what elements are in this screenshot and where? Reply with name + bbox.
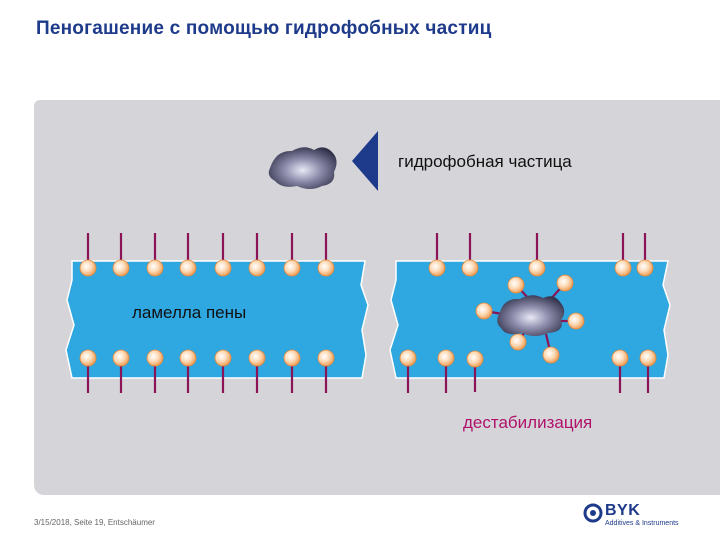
surfactant-right-bottom-head [399, 349, 417, 367]
surfactant-right-bottom-head [437, 349, 455, 367]
surfactant-left-bottom-head [214, 349, 232, 367]
surfactant-particle-head [542, 346, 560, 364]
pointer-arrow [352, 131, 378, 191]
surfactant-left-bottom-head [112, 349, 130, 367]
byk-logo: BYK Additives & Instruments [583, 502, 693, 533]
surfactant-left-bottom-head [283, 349, 301, 367]
surfactant-left-top-head [179, 259, 197, 277]
surfactant-left-bottom-head [179, 349, 197, 367]
footer-text: 3/15/2018, Seite 19, Entschäumer [34, 518, 155, 527]
hydrophobic-particle-in-film [497, 295, 565, 336]
surfactant-right-top-head [614, 259, 632, 277]
logo-brand: BYK [605, 502, 641, 519]
surfactant-right-top-head [428, 259, 446, 277]
destabilization-label: дестабилизация [463, 413, 593, 432]
surfactant-particle-head [556, 274, 574, 292]
surfactant-left-bottom-head [317, 349, 335, 367]
surfactant-left-top-head [146, 259, 164, 277]
surfactant-right-top-head [461, 259, 479, 277]
surfactant-right-top-head [636, 259, 654, 277]
particle-label: гидрофобная частица [398, 152, 572, 171]
surfactant-left-top-head [214, 259, 232, 277]
surfactant-particle-head [567, 312, 585, 330]
surfactant-left-top-head [112, 259, 130, 277]
surfactant-particle-head [509, 333, 527, 351]
lamella-label: ламелла пены [132, 303, 247, 322]
surfactant-left-top-head [283, 259, 301, 277]
surfactant-right-bottom-head [466, 350, 484, 368]
surfactant-left-bottom-head [146, 349, 164, 367]
surfactant-left-top-head [79, 259, 97, 277]
surfactant-right-top-head [528, 259, 546, 277]
surfactant-left-top-head [248, 259, 266, 277]
surfactant-right-bottom-head [611, 349, 629, 367]
surfactant-left-bottom-head [248, 349, 266, 367]
surfactant-molecules [79, 233, 657, 393]
lamella-left [65, 260, 369, 379]
surfactant-right-bottom-head [639, 349, 657, 367]
surfactant-left-bottom-head [79, 349, 97, 367]
hydrophobic-particle [268, 147, 337, 189]
byk-logo-icon [583, 503, 603, 523]
slide-title: Пеногашение с помощью гидрофобных частиц [36, 18, 492, 39]
surfactant-left-top-head [317, 259, 335, 277]
surfactant-particle-head [475, 302, 493, 320]
logo-subtitle: Additives & Instruments [605, 520, 679, 527]
surfactant-particle-head [507, 276, 525, 294]
